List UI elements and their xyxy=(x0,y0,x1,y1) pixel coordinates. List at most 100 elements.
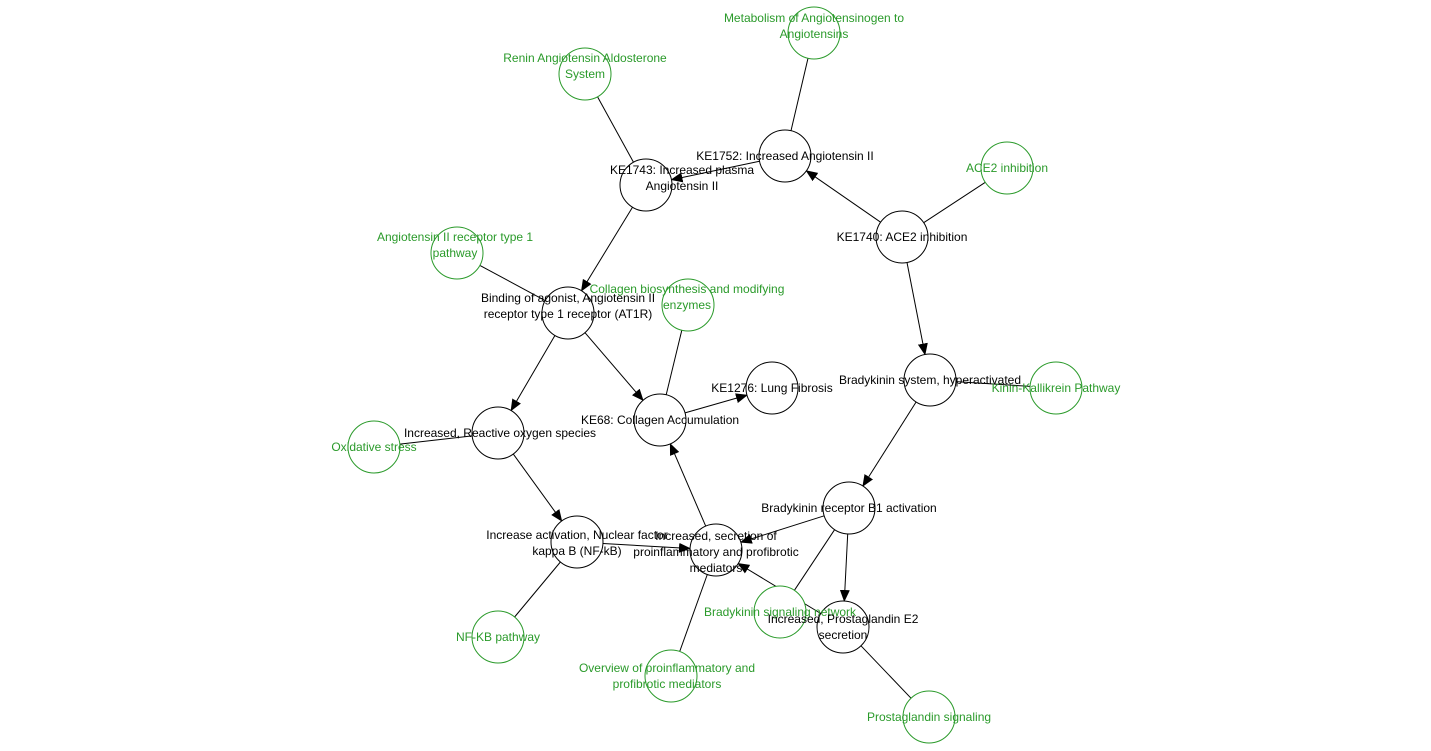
node-label-line: mediators xyxy=(690,561,743,575)
key-event-node-at1r[interactable] xyxy=(541,286,595,340)
key-event-node-ke1740[interactable] xyxy=(875,210,929,264)
edge-b1r-to-pge2 xyxy=(839,533,850,602)
node-label-line: kappa B (NF-kB) xyxy=(532,544,621,558)
node-label-line: Oxidative stress xyxy=(331,440,416,454)
node-label-line: KE1740: ACE2 inhibition xyxy=(837,230,968,244)
node-label-line: Increased, Reactive oxygen species xyxy=(404,426,596,440)
edge-metab-to-ke1752 xyxy=(790,58,809,131)
key-event-node-ke68[interactable] xyxy=(633,393,687,447)
pathway-node-nfkb_pw[interactable] xyxy=(471,610,525,664)
edge-kinin_pw-to-bradyhyper xyxy=(955,381,1031,387)
node-label-line: Renin Angiotensin Aldosterone xyxy=(503,51,667,65)
node-label-line: Increase activation, Nuclear factor xyxy=(486,528,667,542)
node-label-line: NF-KB pathway xyxy=(456,630,540,644)
node-label-line: Overview of proinflammatory and xyxy=(579,661,755,675)
node-label-line: Metabolism of Angiotensinogen to xyxy=(724,11,904,25)
edge-ros-to-nfkb xyxy=(512,453,563,522)
node-label-line: receptor type 1 receptor (AT1R) xyxy=(484,307,653,321)
key-event-node-pge2[interactable] xyxy=(816,600,870,654)
edge-ke68-to-ke1276 xyxy=(684,393,748,414)
node-label-line: Kinin-Kallikrein Pathway xyxy=(992,381,1121,395)
edge-ace2inh_pw-to-ke1740 xyxy=(923,181,986,224)
node-label-line: enzymes xyxy=(663,298,711,312)
node-label-overview_pw: Overview of proinflammatory and profibrot… xyxy=(579,661,755,691)
node-label-at1r_pw: Angiotensin II receptor type 1 pathway xyxy=(377,230,533,260)
node-label-nfkb: Increase activation, Nuclear factor kappa… xyxy=(486,528,667,558)
pathway-node-oxstress_pw[interactable] xyxy=(347,420,401,474)
node-label-at1r: Binding of agonist, Angiotensin II recept… xyxy=(481,291,655,321)
key-event-node-mediators[interactable] xyxy=(689,523,743,577)
key-event-node-bradyhyper[interactable] xyxy=(903,353,957,407)
node-label-line: secretion xyxy=(819,628,868,642)
node-label-line: pathway xyxy=(433,246,478,260)
edge-ke1740-to-ke1752 xyxy=(805,170,881,223)
key-event-node-ros[interactable] xyxy=(471,406,525,460)
edge-overview_pw-to-mediators xyxy=(679,574,708,652)
node-label-line: KE1743: Increased plasma xyxy=(610,163,754,177)
node-label-line: Prostaglandin signaling xyxy=(867,710,991,724)
key-event-node-b1r[interactable] xyxy=(822,481,876,535)
node-label-line: Angiotensin II receptor type 1 xyxy=(377,230,533,244)
edge-layer xyxy=(399,58,1031,699)
edge-at1r-to-ke68 xyxy=(584,332,644,402)
node-label-pge2: Increased, Prostaglandin E2 secretion xyxy=(768,612,919,642)
node-label-line: Binding of agonist, Angiotensin II xyxy=(481,291,655,305)
key-event-node-ke1743[interactable] xyxy=(619,158,673,212)
node-label-pg_pw: Prostaglandin signaling xyxy=(867,710,991,724)
node-label-line: Bradykinin system, hyperactivated xyxy=(839,373,1021,387)
pathway-node-ace2inh_pw[interactable] xyxy=(980,141,1034,195)
node-label-ke1740: KE1740: ACE2 inhibition xyxy=(837,230,968,244)
node-label-line: Collagen biosynthesis and modifying xyxy=(590,282,785,296)
node-label-metab: Metabolism of Angiotensinogen to Angioten… xyxy=(724,11,904,41)
node-label-line: Bradykinin signaling network xyxy=(704,605,857,619)
node-label-kinin_pw: Kinin-Kallikrein Pathway xyxy=(992,381,1121,395)
edge-mediators-to-ke68 xyxy=(669,442,707,527)
node-label-bradyhyper: Bradykinin system, hyperactivated xyxy=(839,373,1021,387)
node-label-line: Angiotensins xyxy=(780,27,849,41)
key-event-node-ke1276[interactable] xyxy=(745,361,799,415)
pathway-node-overview_pw[interactable] xyxy=(644,649,698,703)
edge-brady_pw-to-b1r xyxy=(793,529,836,591)
edge-at1r-to-ros xyxy=(510,335,556,412)
edge-ke1752-to-ke1743 xyxy=(670,160,760,183)
pathway-node-collagen_pw[interactable] xyxy=(661,278,715,332)
key-event-node-nfkb[interactable] xyxy=(550,515,604,569)
node-label-ros: Increased, Reactive oxygen species xyxy=(404,426,596,440)
edge-nfkb-to-mediators xyxy=(602,542,691,553)
edge-bradyhyper-to-b1r xyxy=(862,401,917,487)
node-label-line: Increased, Prostaglandin E2 xyxy=(768,612,919,626)
node-label-b1r: Bradykinin receptor B1 activation xyxy=(761,501,936,515)
node-label-ke1752: KE1752: Increased Angiotensin II xyxy=(696,149,873,163)
node-label-brady_pw: Bradykinin signaling network xyxy=(704,605,857,619)
node-label-collagen_pw: Collagen biosynthesis and modifying enzym… xyxy=(590,282,785,312)
node-label-line: ACE2 inhibition xyxy=(966,161,1048,175)
pathway-node-at1r_pw[interactable] xyxy=(430,226,484,280)
node-label-line: KE1276: Lung Fibrosis xyxy=(711,381,832,395)
edge-nfkb_pw-to-nfkb xyxy=(514,561,561,618)
node-label-nfkb_pw: NF-KB pathway xyxy=(456,630,540,644)
edge-oxstress_pw-to-ros xyxy=(399,435,473,445)
pathway-node-metab[interactable] xyxy=(787,6,841,60)
pathway-node-raas[interactable] xyxy=(558,47,612,101)
node-layer xyxy=(347,6,1083,744)
pathway-node-kinin_pw[interactable] xyxy=(1029,361,1083,415)
pathway-node-brady_pw[interactable] xyxy=(753,585,807,639)
edge-raas-to-ke1743 xyxy=(597,96,634,163)
node-label-line: profibrotic mediators xyxy=(613,677,722,691)
node-label-ace2inh_pw: ACE2 inhibition xyxy=(966,161,1048,175)
node-label-line: KE1752: Increased Angiotensin II xyxy=(696,149,873,163)
edge-ke1743-to-at1r xyxy=(580,206,633,292)
edge-at1r_pw-to-at1r xyxy=(479,264,546,302)
node-label-ke68: KE68: Collagen Accumulation xyxy=(581,413,739,427)
pathway-node-pg_pw[interactable] xyxy=(902,690,956,744)
node-label-line: Bradykinin receptor B1 activation xyxy=(761,501,936,515)
edge-ke1740-to-bradyhyper xyxy=(906,262,928,356)
key-event-node-ke1752[interactable] xyxy=(758,129,812,183)
node-label-oxstress_pw: Oxidative stress xyxy=(331,440,416,454)
node-label-line: System xyxy=(565,67,605,81)
node-label-line: Angiotensin II xyxy=(646,179,719,193)
